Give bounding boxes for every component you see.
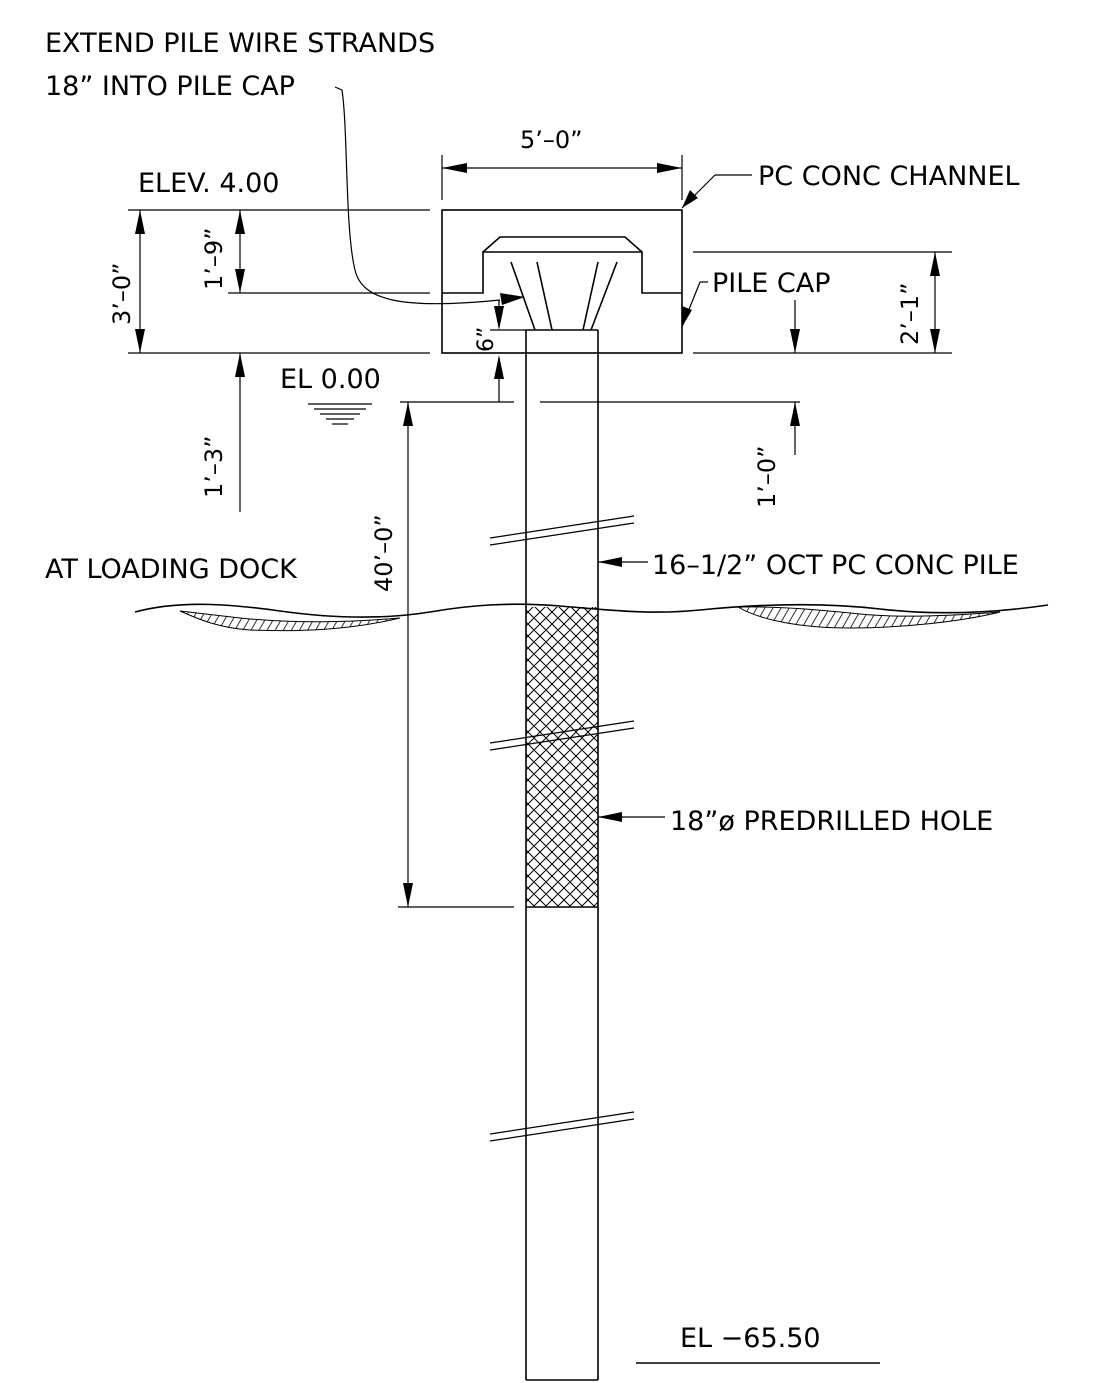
predrilled-hole-hatch xyxy=(526,607,598,907)
channel-leader-arrow xyxy=(682,190,698,208)
pile-cap-outline xyxy=(441,209,683,354)
dim-offset-arrow-t xyxy=(790,329,800,353)
channel-note: PC CONC CHANNEL xyxy=(758,161,1020,192)
hole-note: 18”ø PREDRILLED HOLE xyxy=(670,806,993,837)
pile-cap-note: PILE CAP xyxy=(712,268,831,299)
dim-cap-height-arrow-t xyxy=(135,210,145,234)
pile-cap-leader-arrow xyxy=(682,306,692,327)
strand-2 xyxy=(536,261,553,331)
dim-cap-width-arrow-l xyxy=(442,163,467,173)
channel-recess xyxy=(442,251,682,294)
soil-hatch-left xyxy=(179,610,401,632)
break-symbol-3 xyxy=(489,1111,635,1142)
hole-note-arrow xyxy=(598,812,622,822)
dim-right-depth-arrow-b xyxy=(930,329,940,353)
strands-arrowhead xyxy=(500,293,525,305)
loading-dock-note: AT LOADING DOCK xyxy=(45,554,298,585)
strands-note-line1: EXTEND PILE WIRE STRANDS xyxy=(45,28,435,59)
dim-cap-width: 5’–0” xyxy=(520,126,583,154)
dim-upper-depth-arrow-t xyxy=(235,210,245,234)
dim-cap-width-arrow-r xyxy=(657,163,682,173)
strands-leader xyxy=(334,86,501,305)
dim-upper-depth-arrow-b xyxy=(235,269,245,293)
dim-cap-height-arrow-b xyxy=(135,329,145,353)
ground-line xyxy=(134,603,1049,618)
dim-right-depth-arrow-t xyxy=(930,252,940,276)
strands-note-line2: 18” INTO PILE CAP xyxy=(45,71,295,102)
elev-water-label: EL 0.00 xyxy=(280,364,381,395)
dim-lower-depth-arrow xyxy=(235,353,245,377)
dim-hole-depth-arrow-b xyxy=(403,883,413,907)
strand-4 xyxy=(590,261,618,331)
dim-offset-arrow-b xyxy=(790,402,800,426)
pile-note: 16–1/2” OCT PC CONC PILE xyxy=(652,550,1019,581)
dim-hole-depth: 40’–0” xyxy=(370,514,398,592)
strand-3 xyxy=(582,261,599,331)
dim-lower-depth: 1’–3” xyxy=(200,435,228,498)
dim-offset: 1’–0” xyxy=(753,445,781,508)
dim-right-depth: 2’–1” xyxy=(896,282,924,345)
pile-note-arrow xyxy=(598,557,622,567)
water-symbol xyxy=(308,403,372,425)
break-symbol-1 xyxy=(489,515,635,546)
channel-chamfer xyxy=(482,236,643,253)
dim-hole-depth-arrow-t xyxy=(403,402,413,426)
break-symbol-2 xyxy=(489,720,635,751)
dim-upper-depth: 1’–9” xyxy=(200,227,228,290)
strand-1 xyxy=(510,261,536,331)
elev-tip-label: EL −65.50 xyxy=(680,1323,821,1354)
dim-embed-arrow-b xyxy=(494,355,504,379)
elev-top-label: ELEV. 4.00 xyxy=(138,168,279,199)
soil-hatch-right xyxy=(736,606,1001,629)
dim-embed: 6” xyxy=(474,327,499,352)
dim-embed-arrow-t xyxy=(494,306,504,330)
dim-cap-height: 3’–0” xyxy=(108,262,136,325)
